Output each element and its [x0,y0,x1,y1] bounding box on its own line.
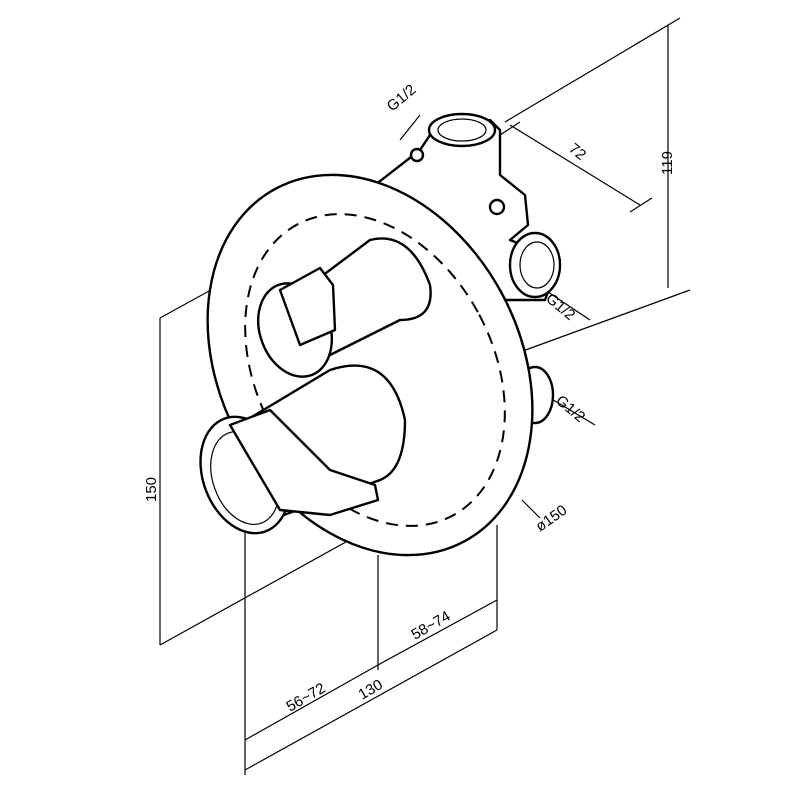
label-thread-side: G1/2 [542,290,578,324]
label-depth-plate-range: 58~74 [409,608,454,644]
label-thread-top: G1/2 [384,81,420,115]
label-plate-diameter: ø150 [533,502,571,536]
dimension-lines [159,17,691,775]
diverter-handle [257,237,432,378]
label-plate-height: 150 [143,477,160,502]
label-total-depth: 130 [356,676,386,703]
label-thread-bottom: G1/2 [552,392,588,426]
cover-plate [206,173,534,557]
label-handle-depth-range: 56~72 [284,680,329,716]
label-height-body: 119 [659,151,676,175]
thermostat-handle [199,364,407,535]
label-depth-body: 72 [565,140,589,164]
